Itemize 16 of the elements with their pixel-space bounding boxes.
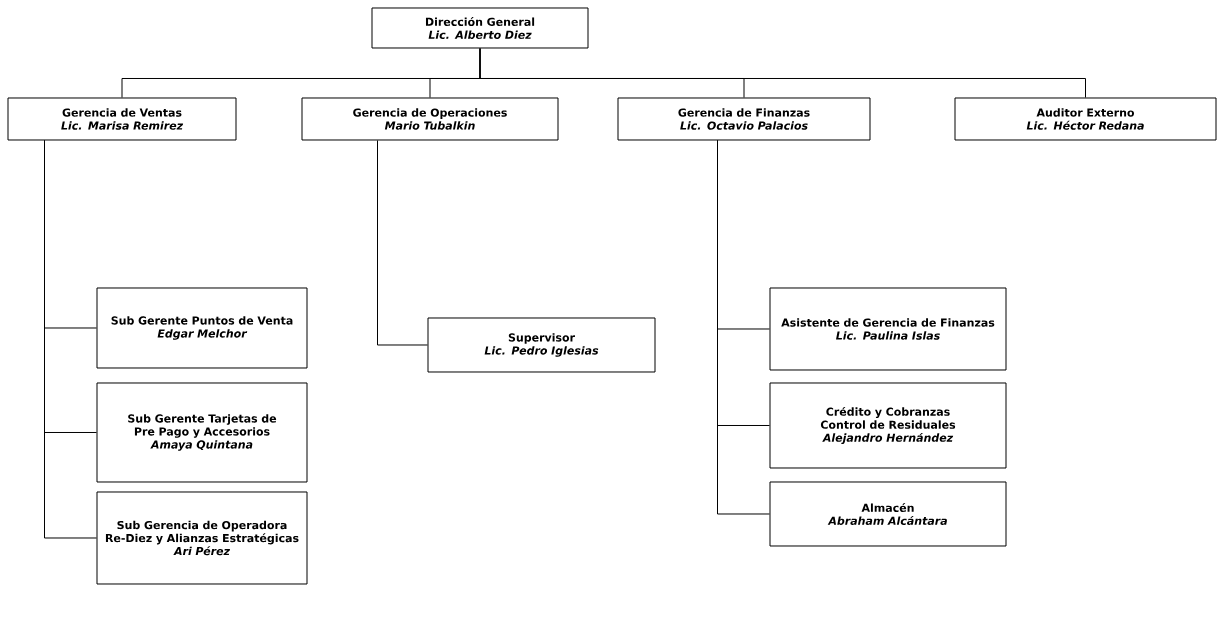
connector-line (377, 140, 428, 346)
org-box: Asistente de Gerencia de Finanzas Lic. Paulina Islas (769, 287, 1007, 371)
connector-line (479, 48, 1086, 98)
org-box: Supervisor Lic. Pedro Iglesias (427, 317, 656, 373)
connector-line (717, 140, 770, 515)
org-box: Gerencia de Ventas Lic. Marisa Remirez (7, 97, 237, 141)
org-box: Gerencia de Operaciones Mario Tubalkin (301, 97, 559, 141)
org-box: Almacén Abraham Alcántara (769, 481, 1007, 547)
org-box: Sub Gerencia de Operadora Re-Diez y Alianzas Estratégicas Ari Pérez (96, 491, 308, 585)
org-box: Gerencia de Finanzas Lic. Octavio Palacios (617, 97, 871, 141)
org-box: Sub Gerente Puntos de Venta Edgar Melchor (96, 287, 308, 369)
org-box: Crédito y Cobranzas Control de Residuales Alejandro Hernández (769, 382, 1007, 469)
org-box: Dirección General Lic. Alberto Diez (371, 7, 589, 49)
org-box: Auditor Externo Lic. Héctor Redana (954, 97, 1217, 141)
connector-line (44, 140, 97, 539)
org-box: Sub Gerente Tarjetas de Pre Pago y Accesorios Amaya Quintana (96, 382, 308, 483)
